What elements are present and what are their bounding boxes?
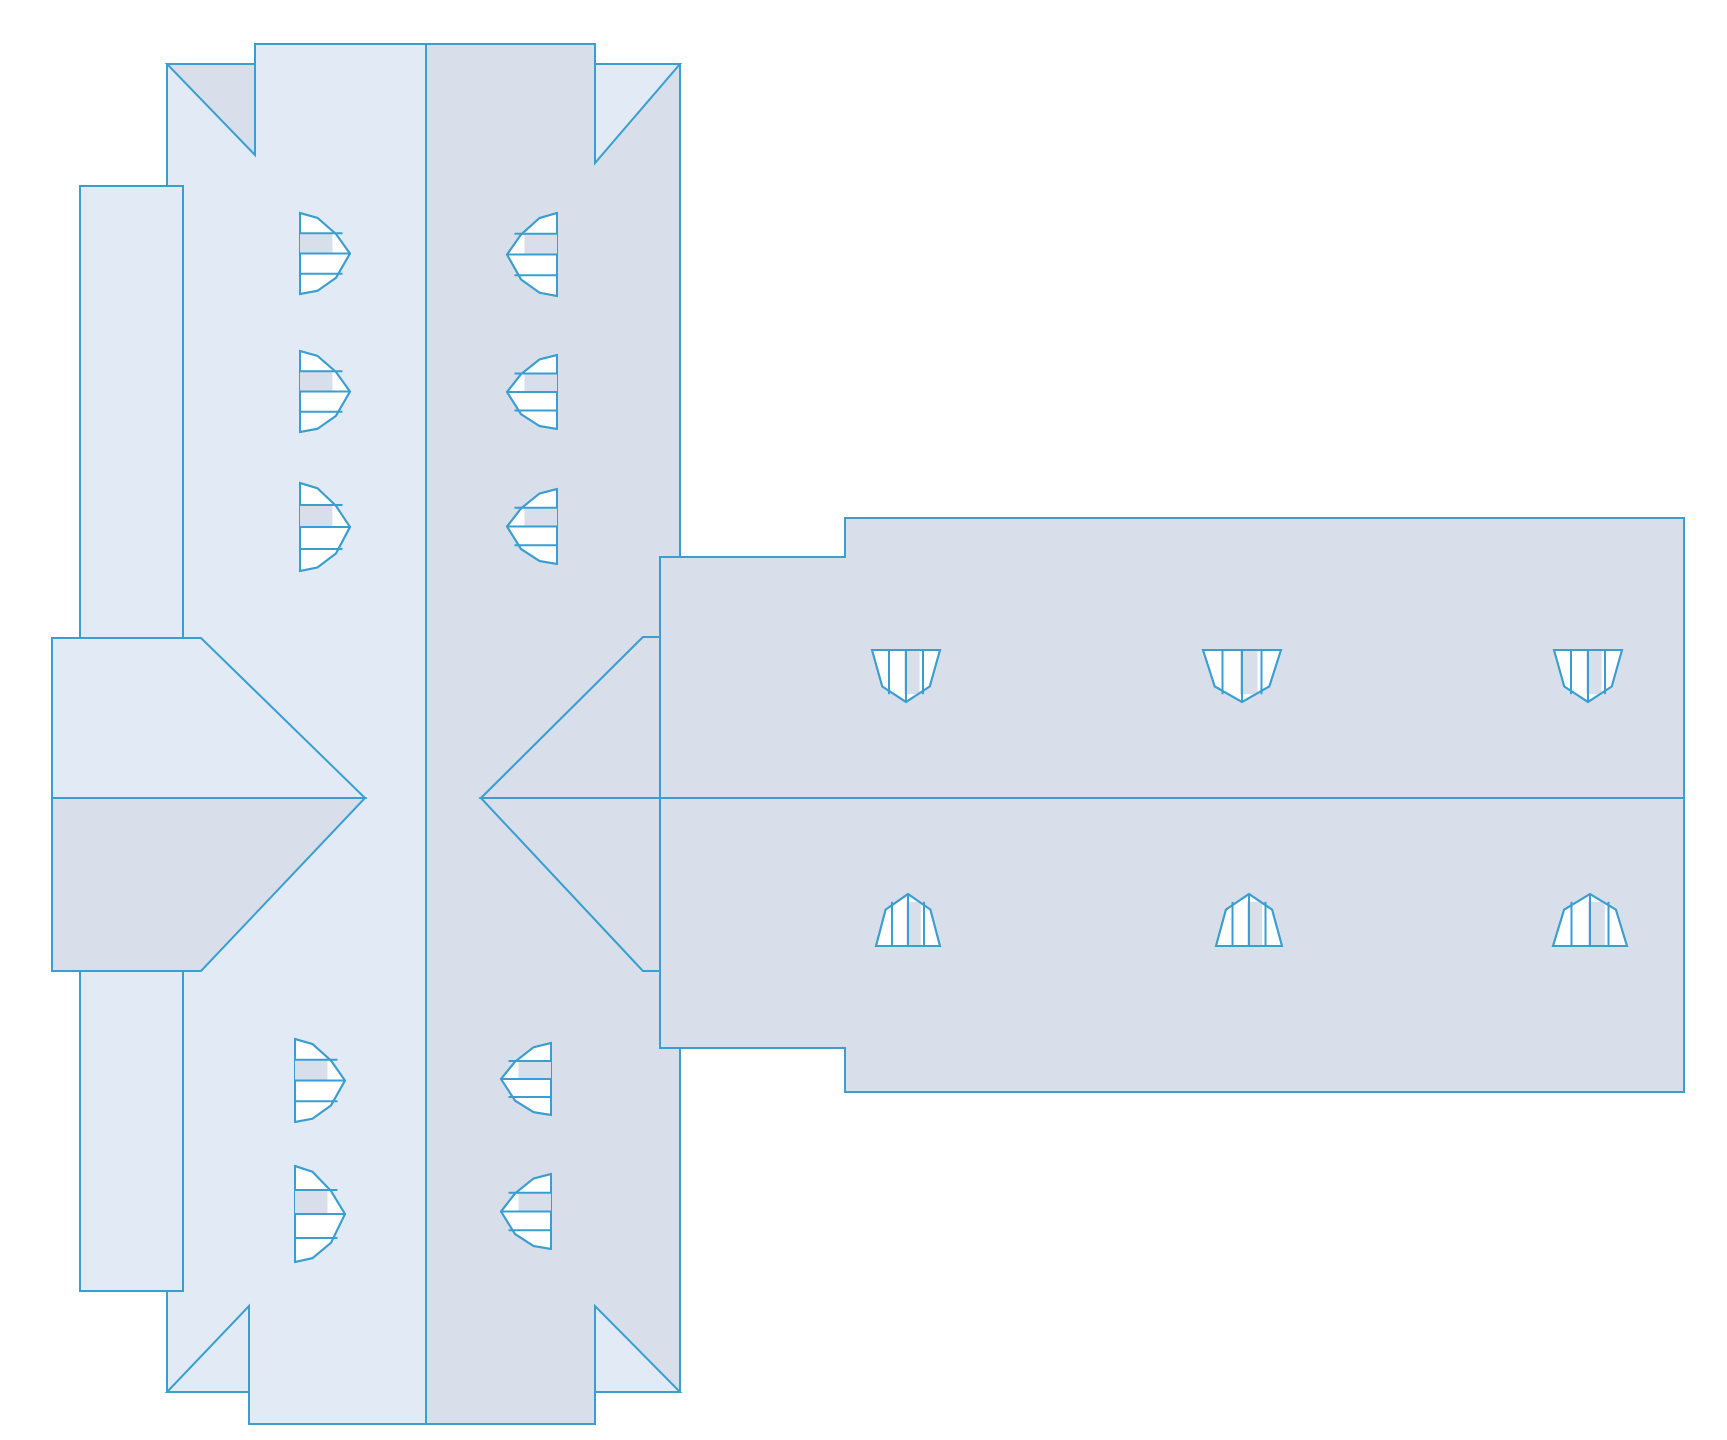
dormer-shade xyxy=(524,233,557,255)
dormer xyxy=(294,1037,347,1124)
dormer-edge xyxy=(299,482,352,572)
dormer xyxy=(299,481,352,573)
dormer-edge xyxy=(1201,649,1283,704)
hip-southeast xyxy=(594,1303,683,1393)
valley-east-south xyxy=(478,797,661,972)
dormer xyxy=(1201,649,1283,704)
dormer-shade xyxy=(295,1190,328,1214)
dormer-shade xyxy=(1240,650,1258,695)
dormer-edge xyxy=(299,350,352,433)
dormer-shade xyxy=(518,1192,551,1212)
hip-northwest xyxy=(164,63,256,158)
dormer-edge xyxy=(505,212,558,297)
dormer-edge xyxy=(505,354,558,430)
dormer-shade xyxy=(300,371,333,392)
dormer xyxy=(294,1164,347,1264)
dormer-edge xyxy=(499,1173,552,1250)
dormer xyxy=(870,649,942,704)
dormer-shade xyxy=(904,650,920,695)
dormer-shade xyxy=(1588,901,1605,946)
dormer-shade xyxy=(906,901,921,946)
dormer-edge xyxy=(1551,892,1629,947)
dormer-edge xyxy=(874,892,942,947)
hip-southwest xyxy=(164,1303,250,1393)
dormer-shade xyxy=(300,233,333,254)
east-wing-roof xyxy=(659,517,1685,1093)
dormer-edge xyxy=(499,1042,552,1116)
west-shed-south xyxy=(79,970,184,1292)
west-porch xyxy=(51,185,368,1292)
dormer-shade xyxy=(295,1059,328,1081)
dormer xyxy=(499,1172,552,1251)
dormer-shade xyxy=(518,1061,551,1079)
dormer-shade xyxy=(1586,650,1602,695)
dormer xyxy=(874,892,942,947)
dormer-edge xyxy=(1552,649,1624,704)
dormer-shade xyxy=(524,507,557,527)
dormer xyxy=(1552,649,1624,704)
west-shed-north xyxy=(79,185,184,639)
dormer xyxy=(1214,892,1284,947)
dormer-edge xyxy=(870,649,942,704)
east-wing xyxy=(659,517,1685,1093)
dormer-edge xyxy=(294,1038,347,1123)
dormer xyxy=(499,1041,552,1117)
dormer-shade xyxy=(1247,901,1263,946)
dormer-shade xyxy=(300,505,333,527)
dormer xyxy=(505,211,558,298)
dormer xyxy=(505,353,558,431)
dormer-edge xyxy=(1214,892,1284,947)
dormer xyxy=(505,487,558,566)
dormer-edge xyxy=(505,488,558,565)
dormer-shade xyxy=(524,373,557,392)
dormer xyxy=(1551,892,1629,947)
dormer xyxy=(299,211,352,296)
dormer xyxy=(299,349,352,434)
hip-northeast xyxy=(594,63,683,166)
dormer-edge xyxy=(294,1165,347,1263)
dormers xyxy=(294,211,1629,1264)
dormer-edge xyxy=(299,212,352,295)
